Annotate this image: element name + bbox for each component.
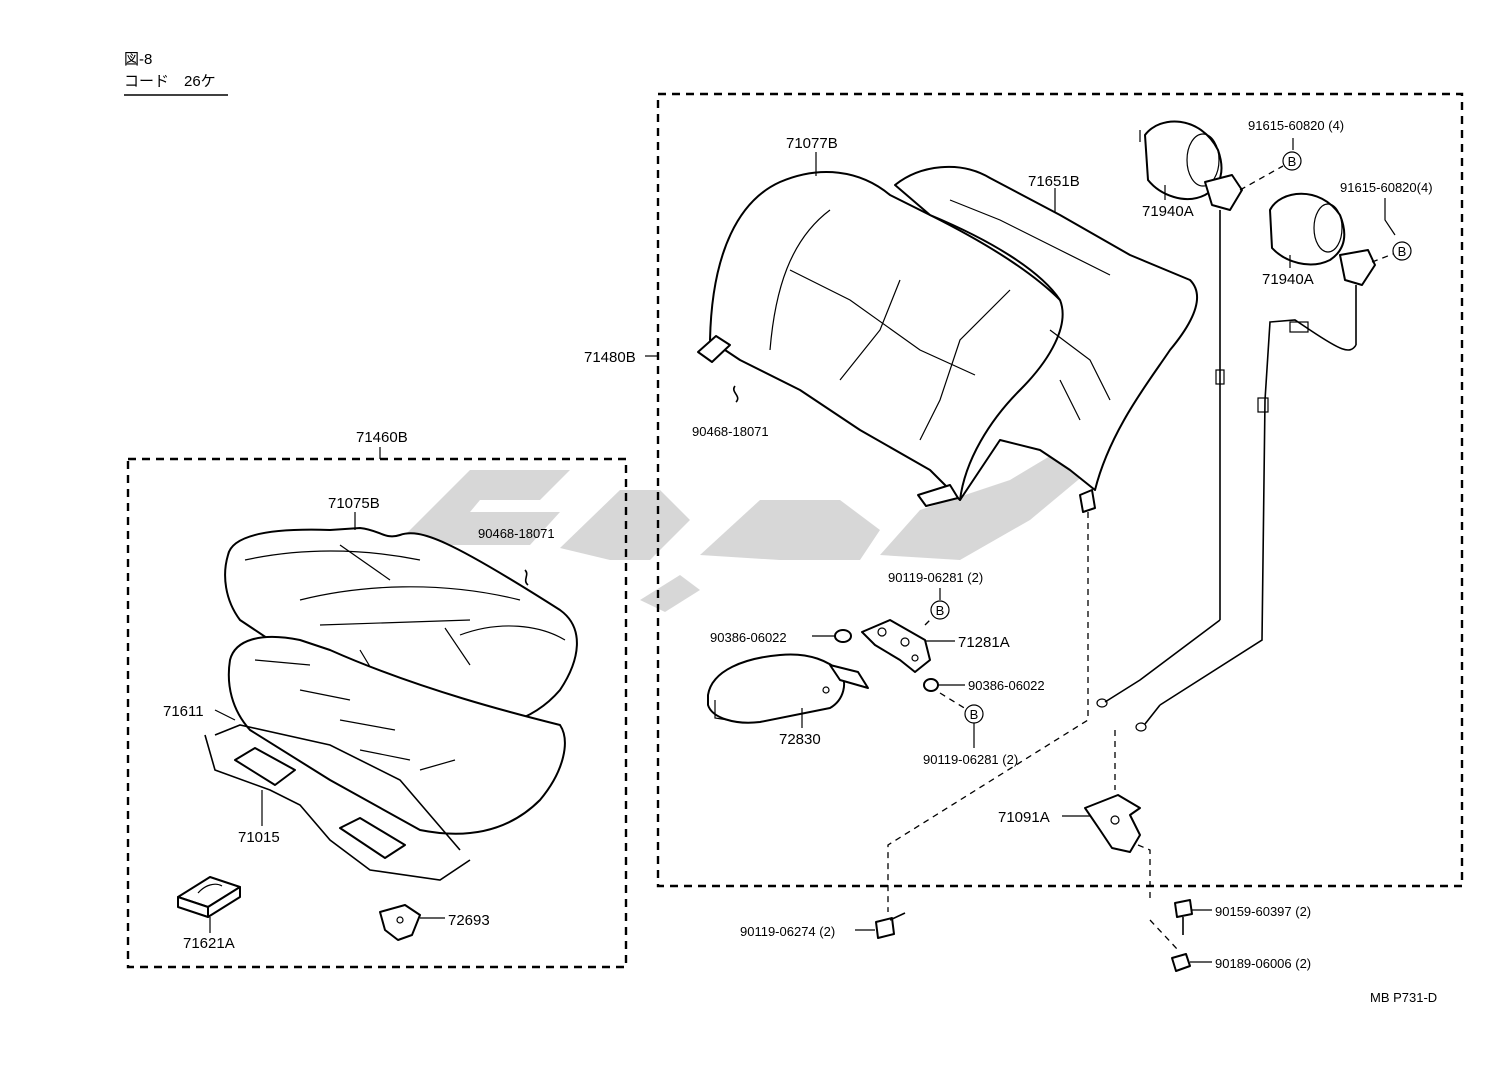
- pad-71621a-part: [177, 876, 241, 918]
- headrest-left-part: [1096, 120, 1243, 708]
- label-72693: 72693: [448, 912, 490, 929]
- marker-b-screw-top: [930, 600, 950, 620]
- cushion-cover-part: [224, 527, 578, 730]
- label-90189-06006: 90189-06006 (2): [1215, 956, 1311, 971]
- label-91615-60820-left: 91615-60820 (4): [1248, 118, 1344, 133]
- headrest-right-part: [1135, 192, 1376, 732]
- label-90119-06281-top: 90119-06281 (2): [888, 570, 983, 585]
- armrest-bracket-part: [861, 619, 931, 673]
- bolt-90119-icon: [875, 912, 906, 939]
- label-71460b: 71460B: [356, 429, 408, 446]
- label-72830: 72830: [779, 731, 821, 748]
- armrest-part: [707, 653, 869, 724]
- dash-link-bolt: [887, 512, 1089, 912]
- label-90468-18071-back: 90468-18071: [692, 424, 769, 439]
- bolt-90159-icon: [1174, 899, 1193, 935]
- marker-b-text-1: B: [1288, 154, 1297, 169]
- label-71940a-left: 71940A: [1142, 203, 1194, 220]
- leader-71611: [214, 709, 236, 721]
- label-91615-60820-right: 91615-60820(4): [1340, 180, 1433, 195]
- label-90468-18071-cushion: 90468-18071: [478, 526, 555, 541]
- label-71075b: 71075B: [328, 495, 380, 512]
- marker-b-headrest-left: [1282, 151, 1302, 171]
- label-71091a: 71091A: [998, 809, 1050, 826]
- dash-link-screw-bottom: [939, 692, 967, 710]
- figure-number: 図-8: [124, 51, 152, 68]
- label-90119-06274: 90119-06274 (2): [740, 924, 835, 939]
- label-71621a: 71621A: [183, 935, 235, 952]
- diagram-reference: MB P731-D: [1370, 990, 1437, 1005]
- marker-b-text-3: B: [936, 603, 945, 618]
- label-71940a-right: 71940A: [1262, 271, 1314, 288]
- dash-link-nut-2: [1149, 919, 1179, 951]
- label-71651b: 71651B: [1028, 173, 1080, 190]
- label-71611: 71611: [163, 703, 204, 720]
- label-90119-06281-bottom: 90119-06281 (2): [923, 752, 1018, 767]
- dash-link-headrest-right: [1371, 253, 1394, 263]
- spring-frame-part: [204, 724, 471, 881]
- label-90386-06022-right: 90386-06022: [968, 678, 1045, 693]
- label-90159-60397: 90159-60397 (2): [1215, 904, 1311, 919]
- label-71281a: 71281A: [958, 634, 1010, 651]
- dash-link-screw-top: [924, 617, 933, 626]
- label-71480b: 71480B: [584, 349, 636, 366]
- code-count: コード 26ケ: [124, 73, 216, 90]
- label-71077b: 71077B: [786, 135, 838, 152]
- label-71015: 71015: [238, 829, 280, 846]
- bracket-72693-part: [379, 904, 421, 941]
- marker-b-text-4: B: [970, 707, 979, 722]
- nut-90189-icon: [1171, 953, 1191, 972]
- label-90386-06022-left: 90386-06022: [710, 630, 787, 645]
- lock-striker-part: [1084, 794, 1141, 853]
- dash-link-headrest-left: [1239, 165, 1284, 191]
- clip-right-icon: [923, 678, 939, 692]
- dash-link-nut: [1137, 844, 1151, 900]
- cushion-assy-frame: [126, 457, 628, 969]
- cushion-pad-part: [227, 636, 566, 835]
- hog-ring-cushion-icon: [524, 569, 529, 586]
- clip-left-icon: [834, 629, 852, 643]
- hog-ring-back-icon: [733, 385, 739, 403]
- back-pad-part: [894, 165, 1199, 513]
- marker-b-text-2: B: [1398, 244, 1407, 259]
- marker-b-headrest-right: [1392, 241, 1412, 261]
- leader-91615-right: [1384, 198, 1396, 236]
